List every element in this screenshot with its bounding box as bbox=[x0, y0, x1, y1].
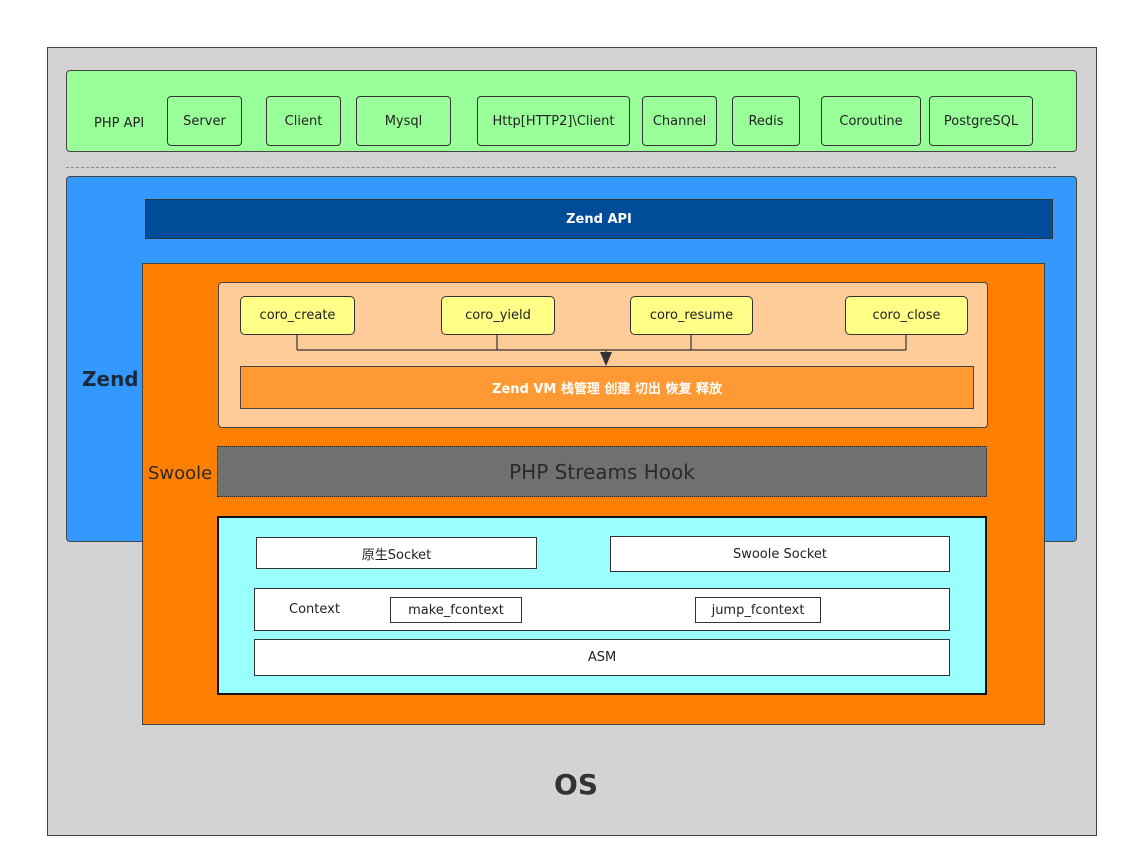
php-streams-hook-bar: PHP Streams Hook bbox=[217, 446, 987, 497]
asm-box: ASM bbox=[254, 639, 950, 676]
api-coroutine: Coroutine bbox=[821, 96, 921, 146]
swoole-socket-box: Swoole Socket bbox=[610, 536, 950, 572]
jump-fcontext-box: jump_fcontext bbox=[695, 597, 821, 623]
coro-yield-box: coro_yield bbox=[441, 296, 555, 335]
layer-separator bbox=[66, 167, 1056, 168]
native-socket-box: 原生Socket bbox=[256, 537, 537, 569]
arrow-head-icon bbox=[600, 352, 612, 366]
make-fcontext-box: make_fcontext bbox=[390, 597, 522, 623]
context-box bbox=[254, 588, 950, 631]
api-server: Server bbox=[167, 96, 242, 146]
zend-label: Zend bbox=[82, 367, 139, 391]
api-http-client: Http[HTTP2]\Client bbox=[477, 96, 630, 146]
coro-close-box: coro_close bbox=[845, 296, 968, 335]
zend-api-bar: Zend API bbox=[145, 199, 1053, 239]
swoole-label: Swoole bbox=[148, 463, 213, 484]
api-mysql: Mysql bbox=[356, 96, 451, 146]
coro-create-box: coro_create bbox=[240, 296, 355, 335]
context-label: Context bbox=[289, 602, 340, 617]
os-label: OS bbox=[554, 767, 598, 801]
php-api-label: PHP API bbox=[94, 116, 145, 131]
zend-vm-bar: Zend VM 栈管理 创建 切出 恢复 释放 bbox=[240, 366, 974, 409]
api-channel: Channel bbox=[642, 96, 717, 146]
api-client: Client bbox=[266, 96, 341, 146]
coro-resume-box: coro_resume bbox=[630, 296, 753, 335]
api-postgresql: PostgreSQL bbox=[929, 96, 1033, 146]
api-redis: Redis bbox=[732, 96, 800, 146]
